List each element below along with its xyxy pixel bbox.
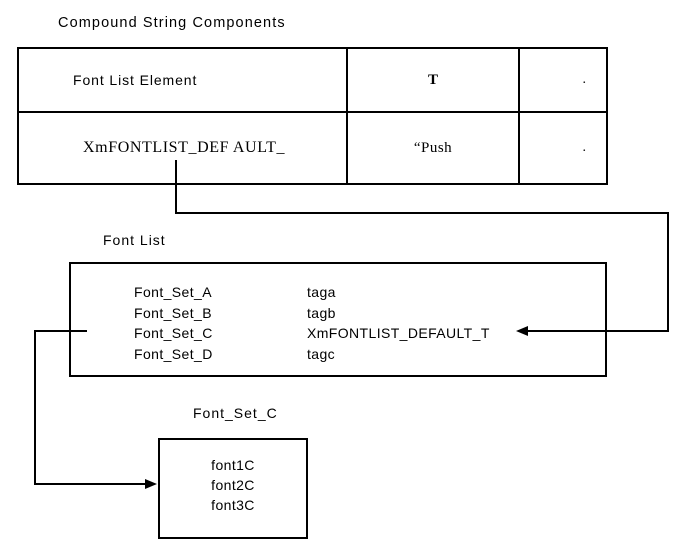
arrowhead-left-icon xyxy=(516,326,528,336)
table-cell-tag-header: T xyxy=(348,49,520,113)
font-entry: font3C xyxy=(211,497,255,513)
font-list-entry-name: Font_Set_C xyxy=(134,325,213,342)
table-cell-dot-2: . xyxy=(582,140,587,155)
connector1-segment-left xyxy=(527,330,669,332)
connector2-segment-down xyxy=(34,330,36,485)
font-entry: font2C xyxy=(211,477,255,493)
font-list-entry-tag: taga xyxy=(307,284,336,300)
compound-string-table: Font List Element T . XmFONTLIST_DEF AUL… xyxy=(17,47,608,185)
table-cell-default-tag: XmFONTLIST_DEF AULT_ xyxy=(19,113,348,183)
font-list-entry-tag: XmFONTLIST_DEFAULT_T xyxy=(307,325,490,342)
font-list-entry-name: Font_Set_D xyxy=(134,345,213,362)
connector1-segment-down xyxy=(175,160,177,214)
font-entry: font1C xyxy=(211,457,255,473)
font-list-label: Font List xyxy=(103,232,166,248)
arrowhead-right-icon xyxy=(145,479,157,489)
table-cell-dot-1: . xyxy=(520,49,606,113)
font-list-names: Font_Set_A Font_Set_B Font_Set_C Font_Se… xyxy=(134,282,213,364)
font-list-entry-name: Font_Set_A xyxy=(134,284,212,300)
font-list-entry-tag: tagb xyxy=(307,304,336,321)
font-set-c-label: Font_Set_C xyxy=(193,405,278,421)
connector1-segment-right xyxy=(175,212,669,214)
font-list-entry-name: Font_Set_B xyxy=(134,304,212,321)
font-set-c-box: font1C font2C font3C xyxy=(158,438,308,539)
font-list-tags: taga tagb XmFONTLIST_DEFAULT_T tagc xyxy=(307,282,490,364)
font-set-c-fonts: font1C font2C font3C xyxy=(160,455,306,515)
diagram-title: Compound String Components xyxy=(58,15,286,31)
connector2-segment-left xyxy=(34,330,87,332)
connector2-segment-right xyxy=(34,483,147,485)
connector1-segment-down2 xyxy=(667,212,669,332)
font-list-entry-tag: tagc xyxy=(307,345,336,362)
table-cell-font-list-element: Font List Element xyxy=(19,49,348,113)
table-cell-push: “Push xyxy=(348,113,520,183)
font-list-box: Font_Set_A Font_Set_B Font_Set_C Font_Se… xyxy=(69,262,607,377)
